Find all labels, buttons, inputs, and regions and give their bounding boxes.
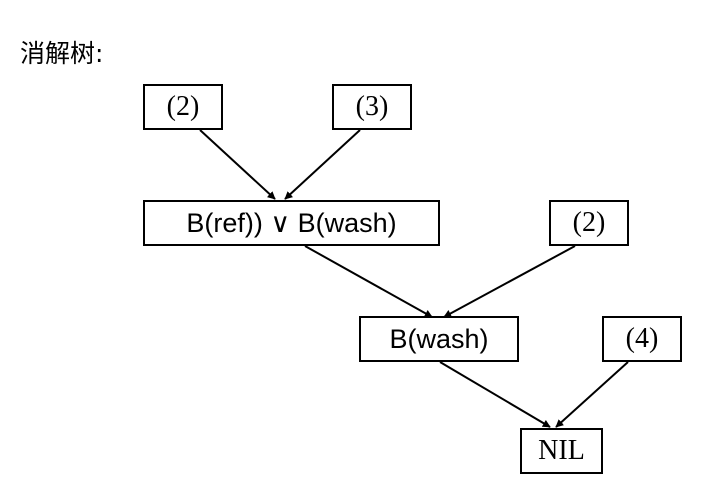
node-clause-2-top: (2) [143, 84, 223, 130]
edge-resolvent1-to-resolvent2 [304, 245, 433, 318]
edge-c2-to-resolvent1 [199, 129, 276, 200]
node-clause-2-mid: (2) [549, 200, 629, 246]
edge-resolvent2-to-nil [439, 361, 551, 428]
node-clause-4: (4) [602, 316, 682, 362]
edge-c4-to-nil [555, 361, 629, 428]
edge-c3-to-resolvent1 [284, 129, 361, 200]
heading-resolution-tree: 消解树: [20, 39, 104, 68]
node-resolvent-2: B(wash) [359, 316, 519, 362]
node-resolvent-1: B(ref)) ∨ B(wash) [143, 200, 440, 246]
node-clause-3-top: (3) [332, 84, 412, 130]
node-nil: NIL [520, 428, 603, 474]
edge-c2mid-to-resolvent2 [443, 245, 576, 318]
